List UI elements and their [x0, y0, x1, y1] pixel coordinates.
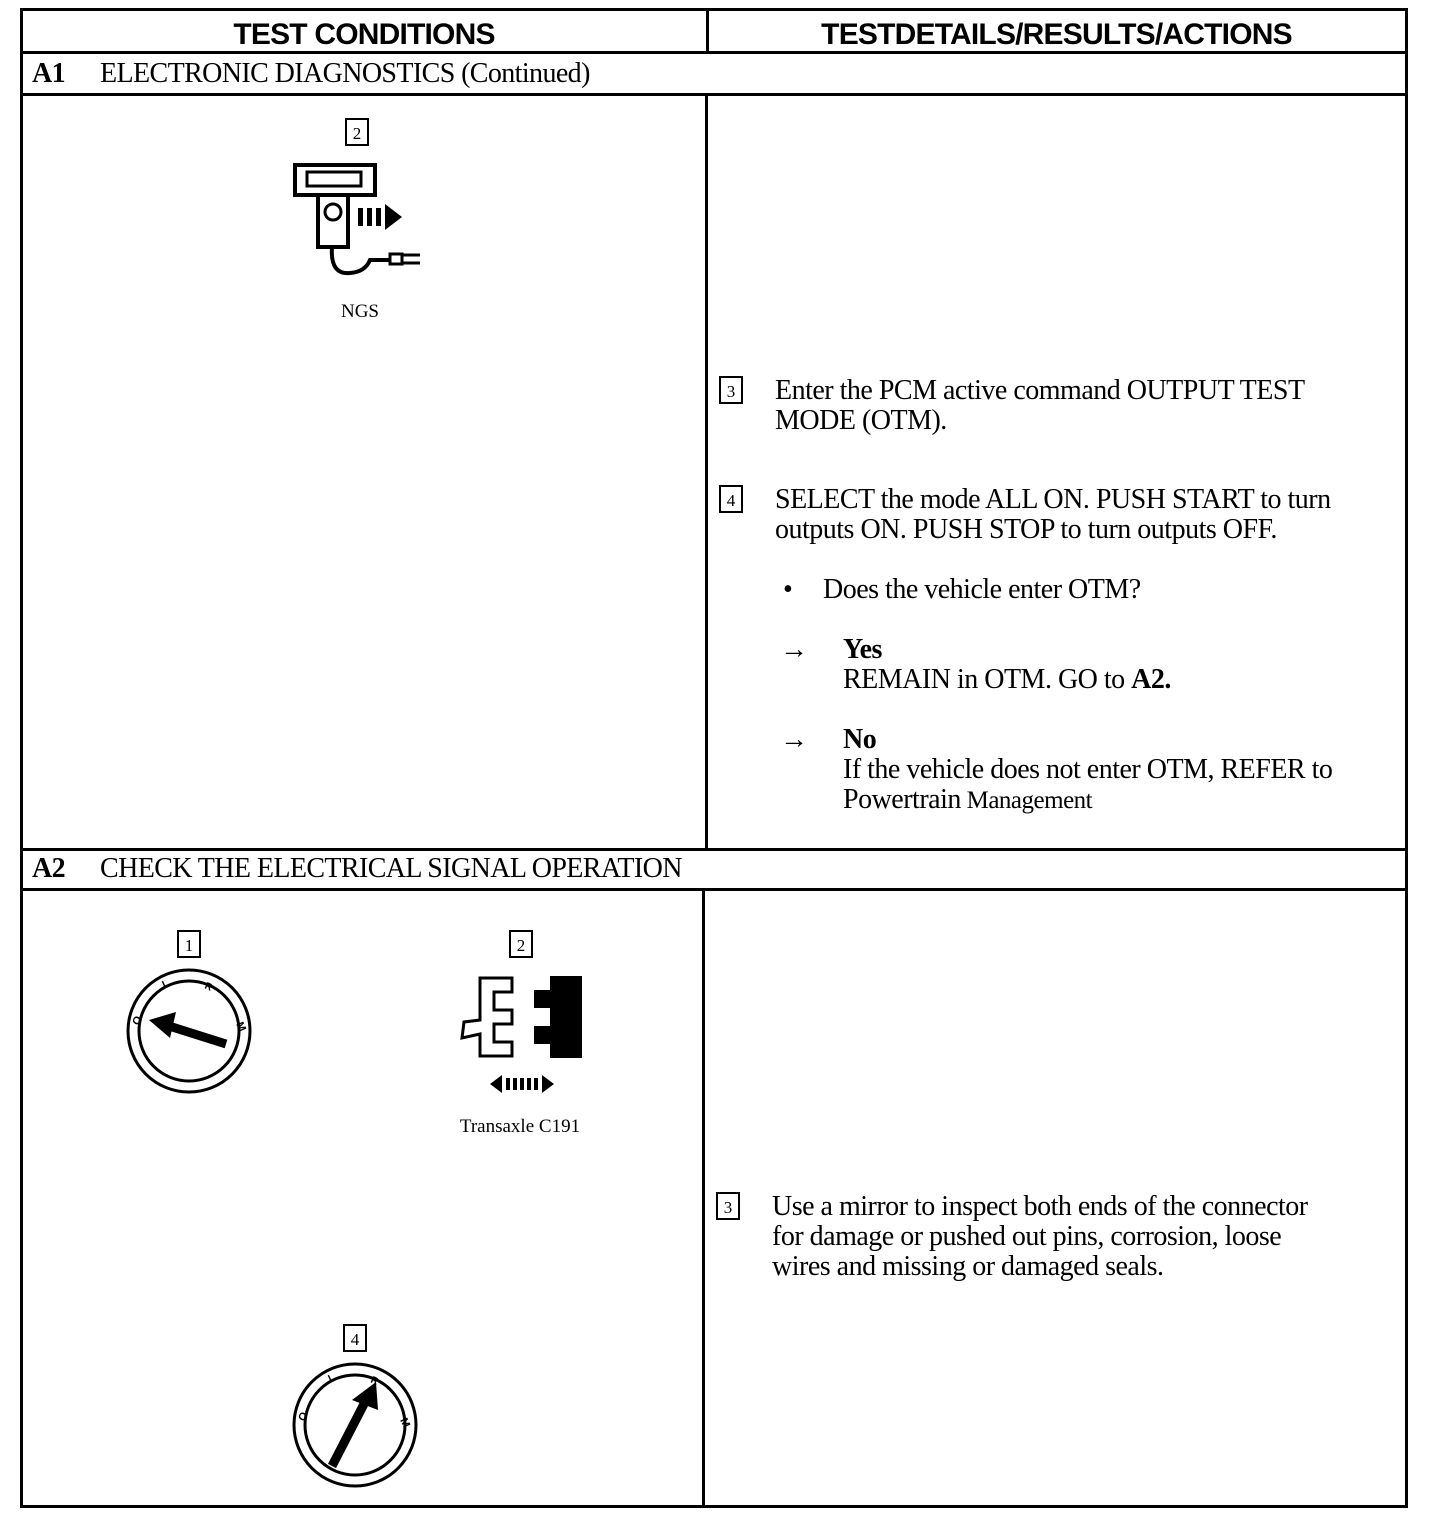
a2-condition-step-1-box: 1 [177, 930, 201, 958]
a1-step-3-box: 3 [719, 376, 743, 404]
no-arrow: → [780, 724, 808, 755]
a1-step-4-line1: SELECT the mode ALL ON. PUSH START to tu… [775, 484, 1331, 515]
table-border-bottom [20, 1505, 1408, 1508]
svg-text:R: R [203, 981, 215, 994]
ngs-tester-icon [290, 160, 430, 295]
section-a2-id: A2 [32, 853, 66, 884]
yes-result: Yes REMAIN in OTM. GO to A2. [843, 635, 1171, 695]
svg-text:I: I [161, 979, 168, 990]
section-a2-rule-top [20, 848, 1408, 851]
no-result: No If the vehicle does not enter OTM, RE… [843, 724, 1333, 816]
section-a1-label: ELECTRONIC DIAGNOSTICS (Continued) [100, 58, 590, 89]
yes-action: REMAIN in OTM. GO to A2. [843, 665, 1171, 695]
a1-bullet-marker: • [783, 574, 793, 605]
ignition-switch-run-icon: O I R M [290, 1360, 420, 1495]
ngs-caption: NGS [340, 301, 379, 322]
no-label: No [843, 724, 877, 755]
svg-text:R: R [369, 1375, 381, 1388]
header-test-conditions: TEST CONDITIONS [233, 18, 495, 51]
a1-condition-step-box: 2 [345, 118, 369, 146]
a1-column-divider [705, 93, 708, 848]
a1-step-3-line1: Enter the PCM active command OUTPUT TEST [775, 375, 1305, 406]
a1-step-3-text: Enter the PCM active command OUTPUT TEST… [775, 376, 1305, 436]
no-action-line1: If the vehicle does not enter OTM, REFER… [843, 754, 1333, 785]
connector-disconnect-icon [450, 970, 590, 1105]
connector-caption: Transaxle C191 [459, 1116, 581, 1137]
yes-arrow: → [780, 634, 808, 665]
svg-text:I: I [327, 1373, 334, 1384]
a2-step-3-line1: Use a mirror to inspect both ends of the… [772, 1191, 1308, 1222]
header-rule [20, 51, 1408, 54]
diagnostic-table: TEST CONDITIONS TESTDETAILS/RESULTS/ACTI… [20, 8, 1408, 1508]
section-a1-title: A1 ELECTRONIC DIAGNOSTICS (Continued) [32, 58, 590, 90]
section-a2-title: A2 CHECK THE ELECTRICAL SIGNAL OPERATION [32, 853, 682, 885]
section-a1-rule [20, 93, 1408, 96]
a2-step-3-box: 3 [716, 1192, 740, 1220]
section-a1-id: A1 [32, 58, 66, 89]
section-a2-label: CHECK THE ELECTRICAL SIGNAL OPERATION [100, 853, 682, 884]
yes-label: Yes [843, 634, 882, 665]
svg-text:O: O [296, 1410, 311, 1424]
table-border-left [20, 8, 23, 1508]
a2-step-3-line2: for damage or pushed out pins, corrosion… [772, 1221, 1282, 1252]
a1-step-4-text: SELECT the mode ALL ON. PUSH START to tu… [775, 485, 1331, 545]
svg-text:M: M [397, 1416, 412, 1429]
a1-bullet-question: Does the vehicle enter OTM? [823, 574, 1141, 605]
header-test-details: TESTDETAILS/RESULTS/ACTIONS [821, 18, 1292, 51]
section-a2-rule [20, 888, 1408, 891]
table-border-top [20, 8, 1408, 11]
a1-step-4-box: 4 [719, 485, 743, 513]
a1-step-4-line2: outputs ON. PUSH STOP to turn outputs OF… [775, 514, 1277, 545]
table-border-right [1405, 8, 1408, 1508]
a2-column-divider [702, 888, 705, 1508]
a2-condition-step-4-box: 4 [343, 1324, 367, 1352]
yes-action-ref: A2. [1131, 664, 1171, 695]
a1-step-3-line2: MODE (OTM). [775, 405, 947, 436]
no-action-line2a: Powertrain [843, 784, 961, 815]
no-action-line2: Powertrain Management [843, 785, 1332, 816]
no-action-line2b: Management [960, 787, 1093, 814]
ignition-switch-off-icon: O I R M [124, 966, 254, 1101]
svg-text:M: M [233, 1020, 248, 1033]
a2-step-3-line3: wires and missing or damaged seals. [772, 1251, 1164, 1282]
yes-action-text: REMAIN in OTM. GO to [843, 664, 1132, 695]
header-divider [706, 8, 709, 53]
a2-condition-step-2-box: 2 [509, 930, 533, 958]
a2-step-3-text: Use a mirror to inspect both ends of the… [772, 1192, 1308, 1282]
